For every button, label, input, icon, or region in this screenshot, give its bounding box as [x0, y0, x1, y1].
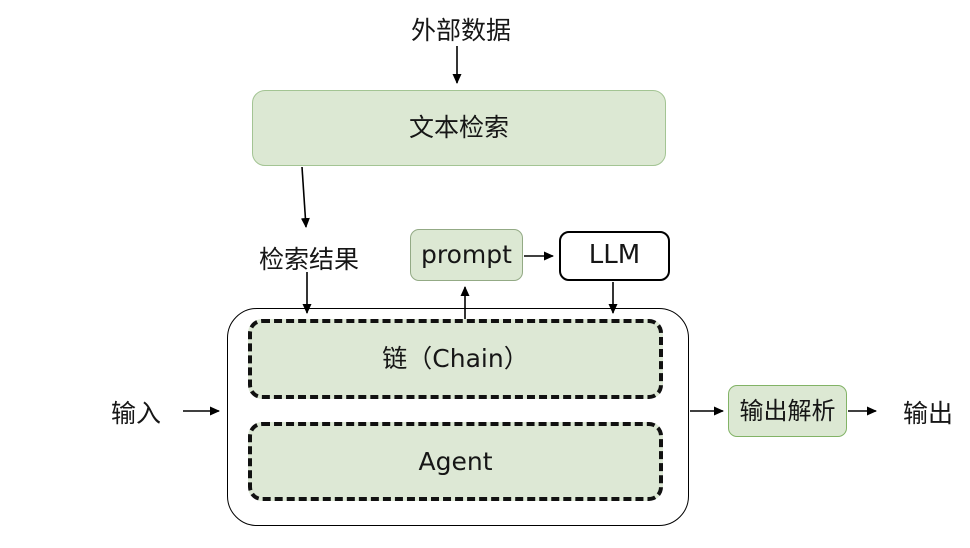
label-input: 输入 [110, 399, 162, 428]
label-external-data: 外部数据 [410, 16, 512, 45]
label-retrieval-result: 检索结果 [258, 245, 360, 274]
node-prompt: prompt [410, 229, 523, 281]
label-output: 输出 [902, 399, 954, 428]
node-agent: Agent [248, 422, 663, 501]
node-llm: LLM [559, 231, 670, 281]
node-text-retrieval: 文本检索 [252, 90, 666, 166]
node-chain: 链（Chain） [248, 319, 663, 399]
node-output-parser: 输出解析 [728, 385, 847, 437]
arrow-textretrieval-to-result [300, 166, 310, 228]
